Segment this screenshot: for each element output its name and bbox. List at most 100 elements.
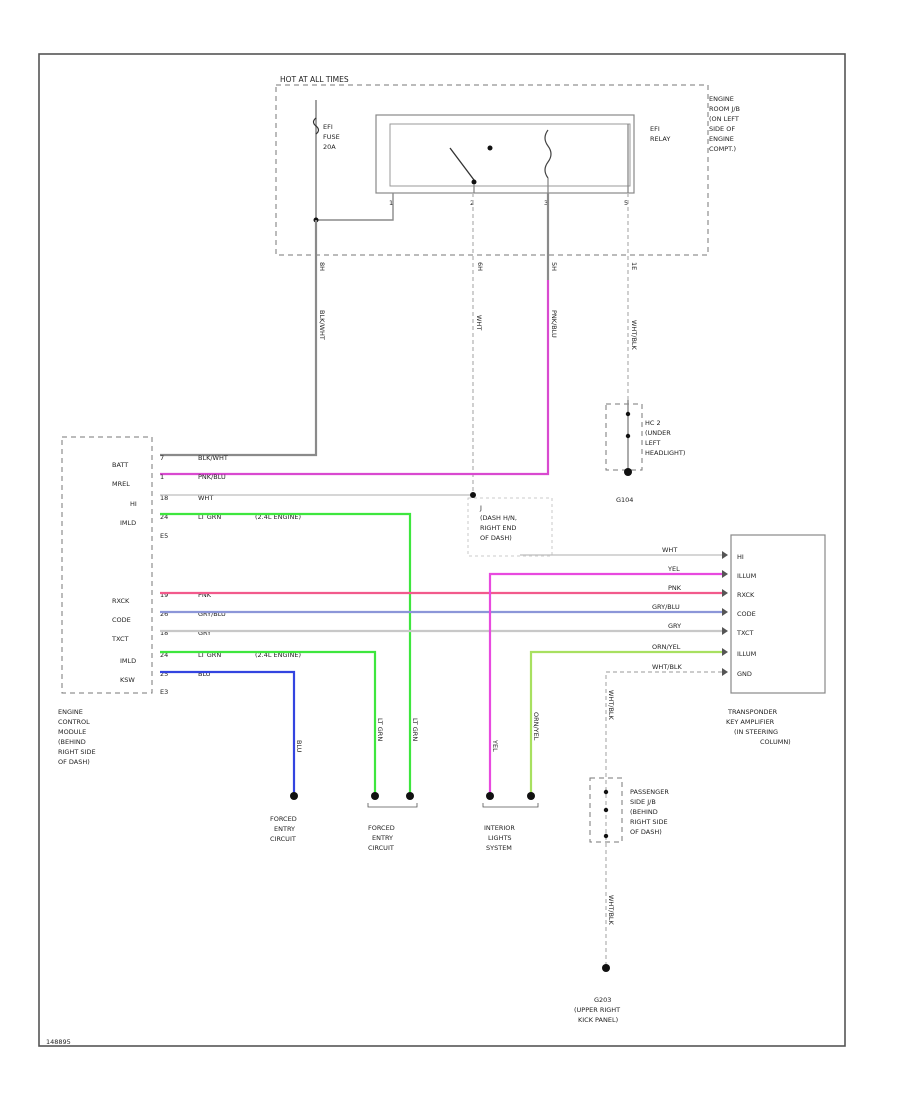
svg-text:CIRCUIT: CIRCUIT — [368, 844, 394, 852]
ecm-pin-code: CODE — [112, 616, 131, 624]
passenger-jb-pin3-icon — [603, 833, 609, 839]
svg-text:18: 18 — [160, 629, 168, 637]
jb-output-wires: BLK/WHT WHT PNK/BLU WHT/BLK — [160, 193, 638, 495]
jb-connector-labels: 8H 6H 5H 1E — [318, 262, 638, 271]
relay-switch-arm — [449, 147, 475, 181]
hc2-pin2-icon — [625, 433, 631, 439]
svg-text:ROOM J/B: ROOM J/B — [709, 105, 740, 113]
ecm-pin-numbers: 7 1 18 24 19 26 18 24 25 — [160, 454, 168, 678]
engine-control-module: E5 E3 ENGINE CONTROL MODULE (BEHIND RIGH… — [58, 436, 301, 766]
svg-text:PASSENGER: PASSENGER — [630, 788, 669, 796]
wire-ksw — [160, 670, 296, 795]
svg-text:J: J — [479, 504, 482, 512]
svg-text:KEY AMPLIFIER: KEY AMPLIFIER — [726, 718, 775, 726]
svg-text:1: 1 — [160, 473, 164, 481]
svg-text:WHT: WHT — [198, 494, 213, 502]
svg-text:ILLUM: ILLUM — [737, 572, 756, 580]
svg-text:CIRCUIT: CIRCUIT — [270, 835, 296, 843]
svg-text:(IN STEERING: (IN STEERING — [734, 728, 778, 736]
svg-text:ORN/YEL: ORN/YEL — [532, 712, 540, 741]
svg-text:ENGINE: ENGINE — [709, 135, 734, 143]
diagram-id: 148895 — [46, 1038, 71, 1046]
svg-text:BLK/WHT: BLK/WHT — [198, 454, 228, 462]
svg-text:(2.4L ENGINE): (2.4L ENGINE) — [255, 651, 301, 659]
svg-text:ILLUM: ILLUM — [737, 650, 756, 658]
svg-text:GRY: GRY — [198, 629, 211, 637]
svg-text:ENTRY: ENTRY — [372, 834, 393, 842]
svg-text:24: 24 — [160, 513, 168, 521]
ground-g203: G203 (UPPER RIGHT KICK PANEL) — [574, 964, 620, 1024]
hc2-dashed-box — [605, 403, 643, 471]
svg-text:RIGHT SIDE: RIGHT SIDE — [630, 818, 668, 826]
wire-imld-2 — [160, 650, 377, 795]
wire-imld-1 — [160, 512, 412, 795]
relay-label: EFI RELAY — [650, 125, 670, 143]
ecm-connector-e5: E5 — [160, 532, 168, 540]
svg-text:OF DASH): OF DASH) — [480, 534, 512, 542]
forced-entry-circuit-2: FORCED ENTRY CIRCUIT — [367, 792, 418, 852]
svg-text:EFI: EFI — [323, 123, 333, 131]
svg-text:KICK PANEL): KICK PANEL) — [578, 1016, 618, 1024]
svg-text:20A: 20A — [323, 143, 336, 151]
hc2-label: HC 2 — [645, 419, 661, 427]
bracket — [367, 803, 418, 808]
jb-dashed-box — [275, 84, 709, 256]
svg-text:(DASH H/N,: (DASH H/N, — [480, 514, 517, 522]
svg-text:EFI: EFI — [650, 125, 660, 133]
svg-text:CONTROL: CONTROL — [58, 718, 90, 726]
ecm-pin-hi: HI — [130, 500, 137, 508]
svg-text:WHT/BLK: WHT/BLK — [607, 690, 615, 721]
svg-text:WHT/BLK: WHT/BLK — [652, 663, 683, 671]
svg-text:ENTRY: ENTRY — [274, 825, 295, 833]
svg-text:(UNDER: (UNDER — [645, 429, 671, 437]
transponder-location-label: TRANSPONDER KEY AMPLIFIER (IN STEERING C… — [726, 708, 791, 746]
ecm-pin-batt: BATT — [112, 461, 128, 469]
svg-text:(UPPER RIGHT: (UPPER RIGHT — [574, 1006, 620, 1014]
svg-text:(ON LEFT: (ON LEFT — [709, 115, 739, 123]
svg-text:PNK/BLU: PNK/BLU — [198, 473, 226, 481]
svg-text:BLU: BLU — [198, 670, 211, 678]
relay-contact-icon — [487, 145, 493, 151]
transponder-wire-colors: WHT YEL PNK GRY/BLU GRY ORN/YEL WHT/BLK — [652, 546, 683, 671]
svg-text:19: 19 — [160, 591, 168, 599]
svg-text:GRY/BLU: GRY/BLU — [198, 610, 226, 618]
terminal-icon — [371, 792, 379, 800]
relay-pins: 1 2 3 5 — [389, 124, 629, 207]
ground-icon — [602, 964, 610, 972]
svg-text:OF DASH): OF DASH) — [630, 828, 662, 836]
relay-coil-icon — [544, 129, 552, 179]
jb-title: HOT AT ALL TIMES — [280, 75, 349, 84]
svg-text:BLU: BLU — [295, 740, 303, 753]
svg-text:18: 18 — [160, 494, 168, 502]
fuse-label: EFI FUSE 20A — [323, 123, 340, 151]
lower-wire-labels: BLU LT GRN LT GRN YEL ORN/YEL WHT/BLK WH… — [295, 690, 615, 926]
g104-label: G104 — [616, 496, 633, 504]
ecm-pin-imld-1: IMLD — [120, 519, 136, 527]
svg-text:RXCK: RXCK — [737, 591, 755, 599]
passenger-side-jb: PASSENGER SIDE J/B (BEHIND RIGHT SIDE OF… — [589, 777, 669, 965]
wire-illum-1 — [488, 572, 722, 795]
terminal-icon — [527, 792, 535, 800]
headlight-ground-connector: HC 2 (UNDER LEFT HEADLIGHT) G104 — [605, 400, 685, 504]
ecm-pin-ksw: KSW — [120, 676, 135, 684]
svg-text:3: 3 — [544, 199, 548, 207]
ecm-connector-e3: E3 — [160, 688, 168, 696]
passenger-jb-pin-icon — [603, 789, 609, 795]
svg-text:LEFT: LEFT — [645, 439, 660, 447]
terminal-icon — [290, 792, 298, 800]
relay-housing — [375, 114, 635, 194]
svg-text:25: 25 — [160, 670, 168, 678]
forced-entry-circuit-1: FORCED ENTRY CIRCUIT — [270, 792, 298, 843]
ecm-pin-mrel: MREL — [112, 480, 130, 488]
svg-text:GRY/BLU: GRY/BLU — [652, 603, 680, 611]
svg-text:RIGHT SIDE: RIGHT SIDE — [58, 748, 96, 756]
svg-text:MODULE: MODULE — [58, 728, 86, 736]
svg-text:RELAY: RELAY — [650, 135, 670, 143]
jb-location-label: ENGINE ROOM J/B (ON LEFT SIDE OF ENGINE … — [709, 95, 740, 153]
wire-gnd — [605, 671, 722, 780]
svg-text:TXCT: TXCT — [736, 629, 753, 637]
svg-text:FORCED: FORCED — [270, 815, 297, 823]
svg-text:7: 7 — [160, 454, 164, 462]
svg-text:WHT/BLK: WHT/BLK — [607, 895, 615, 926]
svg-text:WHT: WHT — [662, 546, 677, 554]
